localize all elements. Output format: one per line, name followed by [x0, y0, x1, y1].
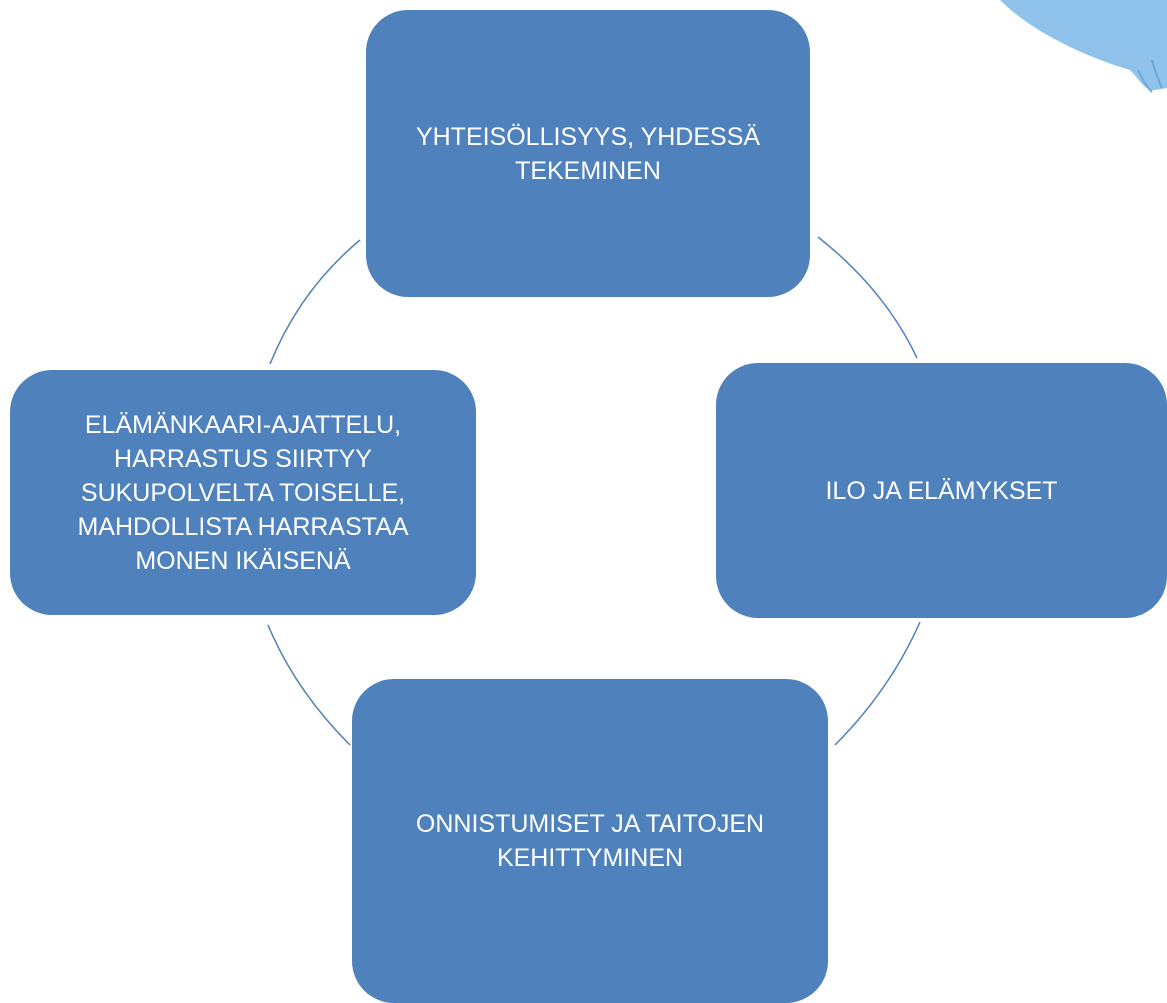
- connector-arc-top-right: [817, 236, 918, 359]
- bird-decoration-icon: [1000, 0, 1167, 93]
- node-yhteisollisyys: YHTEISÖLLISYYS, YHDESSÄ TEKEMINEN: [366, 10, 810, 297]
- connector-arc-left-top: [269, 239, 361, 365]
- connector-arc-right-bottom: [834, 621, 921, 746]
- node-onnistumiset: ONNISTUMISET JA TAITOJEN KEHITTYMINEN: [352, 679, 828, 1003]
- connector-arc-bottom-left: [267, 624, 351, 746]
- node-elamankaari-ajattelu: ELÄMÄNKAARI-AJATTELU, HARRASTUS SIIRTYY …: [10, 370, 476, 615]
- node-ilo-ja-elamykset: ILO JA ELÄMYKSET: [716, 363, 1167, 618]
